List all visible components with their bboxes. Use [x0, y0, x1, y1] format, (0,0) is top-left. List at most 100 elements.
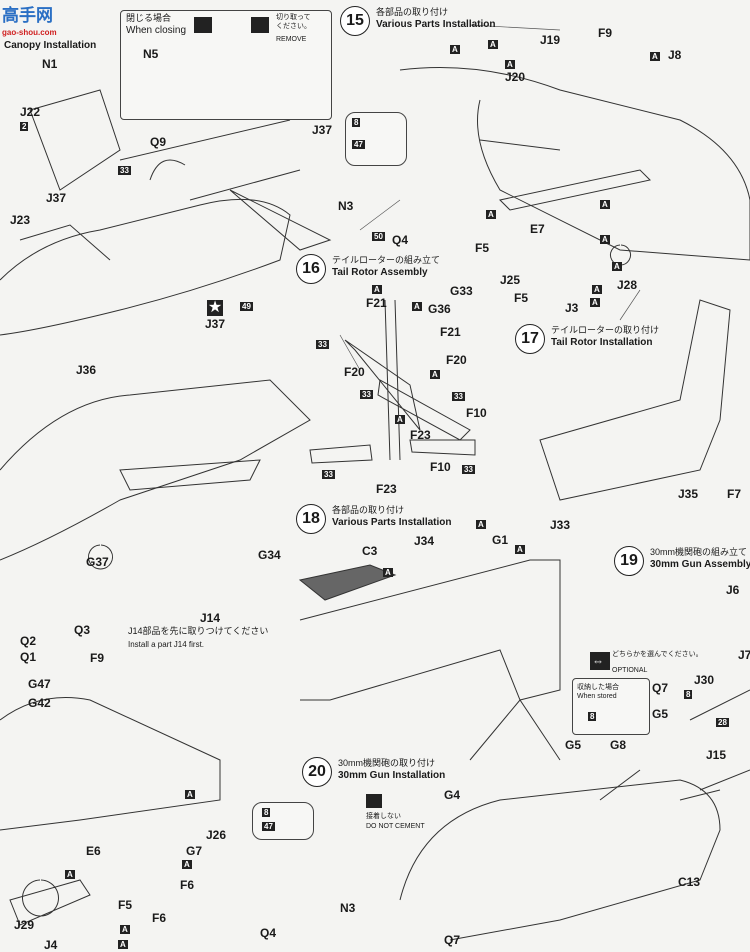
part-label: N3 — [340, 901, 356, 915]
part-label: N5 — [143, 47, 159, 61]
part-label: J22 — [20, 105, 41, 119]
tail-boom-drawing — [539, 299, 731, 501]
step-number-16: 16 — [296, 254, 326, 284]
fuselage-drawing-18 — [299, 559, 561, 701]
paint-code-box: 47 — [262, 822, 275, 831]
remove-en: REMOVE — [276, 36, 307, 43]
step-title-jp: 30mm機関砲の組み立て — [650, 547, 748, 557]
part-label: J14 — [200, 611, 221, 625]
part-label: F10 — [430, 460, 451, 474]
part-label: J8 — [668, 48, 682, 62]
no-cement-icon — [366, 794, 382, 808]
part-label: N1 — [42, 57, 58, 71]
step-title-jp: テイルローターの取り付け — [551, 325, 660, 335]
paint-code-box: 49 — [240, 302, 253, 311]
part-label: E7 — [530, 222, 545, 236]
when-closing-panel: 閉じる場合 When closing 切り取って ください。 REMOVE — [120, 10, 332, 120]
part-label: F6 — [180, 878, 195, 892]
part-label: J28 — [617, 278, 638, 292]
paint-code-box: 33 — [316, 340, 329, 349]
paint-code-box: 8 — [588, 712, 597, 721]
part-label: F21 — [366, 296, 387, 310]
part-label: Q4 — [392, 233, 409, 247]
part-label: F6 — [152, 911, 167, 925]
part-label: J37 — [312, 123, 333, 137]
part-label: J20 — [505, 70, 526, 84]
part-label: F9 — [90, 651, 105, 665]
part-label: J37 — [205, 317, 226, 331]
step-title-en: 30mm Gun Assembly — [650, 559, 750, 570]
paint-code-box: 33 — [462, 465, 475, 474]
part-label: J25 — [500, 273, 521, 287]
part-label: J23 — [10, 213, 31, 227]
paint-code-box: A — [430, 370, 440, 379]
paint-code-box: A — [383, 568, 393, 577]
part-label: F5 — [475, 241, 490, 255]
paint-code-box: A — [590, 298, 600, 307]
step-title-en: Various Parts Installation — [332, 517, 452, 528]
paint-code-box: A — [120, 925, 130, 934]
cut-icon — [194, 17, 212, 33]
part-label: G47 — [28, 677, 51, 691]
part-label: G34 — [258, 548, 281, 562]
step-number-17: 17 — [515, 324, 545, 354]
part-label: J36 — [76, 363, 97, 377]
tail-rotor-drawing — [309, 339, 476, 464]
stored-jp: 収納した場合 — [577, 684, 619, 691]
paint-code-box: A — [185, 790, 195, 799]
paint-code-box: A — [592, 285, 602, 294]
paint-code-box: A — [476, 520, 486, 529]
paint-code-box: A — [182, 860, 192, 869]
part-label: N3 — [338, 199, 354, 213]
optional-jp: どちらかを選んでください。 — [612, 651, 703, 658]
paint-code-box: 33 — [118, 166, 131, 175]
watermark-url: gao-shou.com — [2, 28, 57, 37]
helicopter-drawing-3 — [0, 697, 221, 831]
part-label: F20 — [446, 353, 467, 367]
part-label: J19 — [540, 33, 561, 47]
step-title-en: 30mm Gun Installation — [338, 770, 446, 781]
part-label: C13 — [678, 875, 701, 889]
part-label: F7 — [727, 487, 742, 501]
part-label: F23 — [376, 482, 397, 496]
paint-code-box: A — [650, 52, 660, 61]
canopy-installation-title: Canopy Installation — [4, 40, 97, 51]
part-label: Q3 — [74, 623, 91, 637]
step-number-15: 15 — [340, 6, 370, 36]
part-label: J34 — [414, 534, 435, 548]
step-title-jp: 30mm機関砲の取り付け — [338, 758, 436, 768]
part-label: G5 — [652, 707, 669, 721]
part-label: J15 — [706, 748, 727, 762]
step-title-jp: 各部品の取り付け — [376, 7, 449, 17]
star-decal-icon: ★ — [207, 299, 223, 316]
part-label: G8 — [610, 738, 627, 752]
part-label: J3 — [565, 301, 579, 315]
part-label: C3 — [362, 544, 378, 558]
helicopter-nose-drawing — [399, 779, 721, 941]
paint-code-box: 28 — [716, 718, 729, 727]
step-title-en: Tail Rotor Assembly — [332, 267, 428, 278]
part-label: J29 — [14, 918, 35, 932]
part-label: F9 — [598, 26, 613, 40]
paint-code-box: A — [372, 285, 382, 294]
part-label: G36 — [428, 302, 451, 316]
paint-code-box: A — [65, 870, 75, 879]
paint-code-box: A — [486, 210, 496, 219]
paint-code-box: 33 — [452, 392, 465, 401]
when-closing-en: When closing — [126, 25, 187, 36]
step-number-20: 20 — [302, 757, 332, 787]
paint-code-box: A — [395, 415, 405, 424]
paint-code-box: A — [600, 200, 610, 209]
paint-code-box: A — [612, 262, 622, 271]
part-label: E6 — [86, 844, 101, 858]
part-label: G5 — [565, 738, 582, 752]
helicopter-drawing-2 — [0, 379, 311, 561]
part-label: Q2 — [20, 634, 37, 648]
j14-note-en: Install a part J14 first. — [128, 640, 205, 649]
part-label: J35 — [678, 487, 699, 501]
part-label: G42 — [28, 696, 51, 710]
paint-code-box: 8 — [684, 690, 693, 699]
step-number-19: 19 — [614, 546, 644, 576]
paint-code-box: 47 — [352, 140, 365, 149]
part-label: Q9 — [150, 135, 167, 149]
